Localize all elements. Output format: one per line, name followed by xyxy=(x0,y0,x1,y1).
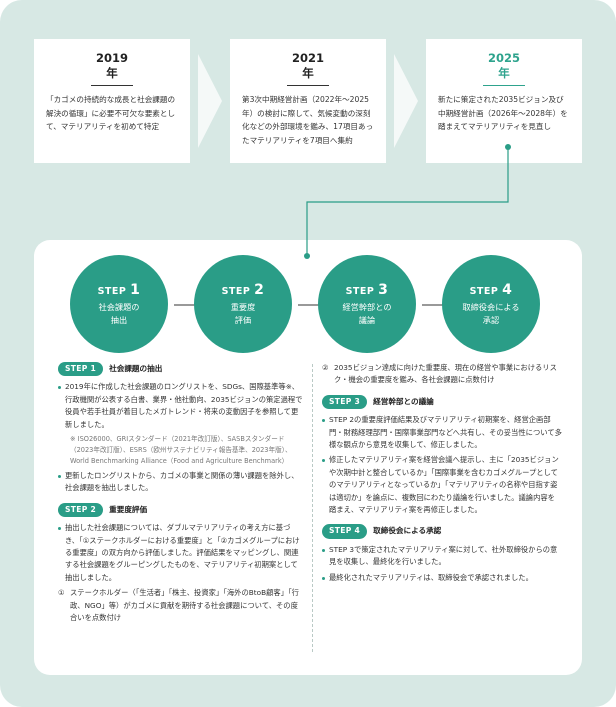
year-label: 2025年 xyxy=(483,51,525,86)
step-badge: STEP 1 xyxy=(58,362,104,377)
details-left-column: STEP 1 社会課題の抽出 2019年に作成した社会課題のロングリストを、SD… xyxy=(58,362,304,633)
numbered-item: ② 2035ビジョン達成に向けた重要度、現在の経営や事業におけるリスク・機会の重… xyxy=(322,362,562,387)
step-label: STEP 4 xyxy=(469,282,513,298)
bullet-item: 最終化されたマテリアリティは、取締役会で承認されました。 xyxy=(322,572,562,584)
year-description: 「カゴメの持続的な成長と社会課題の解決の循環」に必要不可欠な要素として、マテリア… xyxy=(46,95,176,131)
step-title: 重要度評価 xyxy=(230,302,256,325)
timeline-card-2021: 2021年 第3次中期経営計画（2022年〜2025年）の検討に際して、気候変動… xyxy=(230,39,386,163)
step-badge: STEP 3 xyxy=(322,394,368,410)
section-title: 重要度評価 xyxy=(109,504,148,514)
step-badge: STEP 2 xyxy=(58,502,104,518)
step-title: 取締役会による承認 xyxy=(462,302,520,325)
step-title: 社会課題の抽出 xyxy=(98,302,140,325)
section-title: 取締役会による承認 xyxy=(373,526,442,536)
step-label: STEP 1 xyxy=(97,282,141,298)
step-circle-3: STEP 3 経営幹部との議論 xyxy=(318,255,416,353)
step-circle-1: STEP 1 社会課題の抽出 xyxy=(70,255,168,353)
year-description: 第3次中期経営計画（2022年〜2025年）の検討に際して、気候変動の深刻化など… xyxy=(242,95,374,145)
section-header: STEP 2 重要度評価 xyxy=(58,502,304,518)
year-label: 2021年 xyxy=(287,51,329,86)
item-number: ② xyxy=(322,363,329,372)
section-header: STEP 3 経営幹部との議論 xyxy=(322,394,562,410)
section-header: STEP 1 社会課題の抽出 xyxy=(58,362,304,377)
step4-section: STEP 4 取締役会による承認 STEP 3で策定されたマテリアリティ案に対し… xyxy=(322,524,562,584)
step1-section: STEP 1 社会課題の抽出 2019年に作成した社会課題のロングリストを、SD… xyxy=(58,362,304,495)
chevron-right-icon xyxy=(198,54,222,148)
year-label: 2019年 xyxy=(91,51,133,86)
section-title: 社会課題の抽出 xyxy=(109,364,163,373)
bullet-item: 更新したロングリストから、カゴメの事業と関係の薄い課題を除外し、社会課題を抽出し… xyxy=(58,470,304,495)
bullet-item: STEP 3で策定されたマテリアリティ案に対して、社外取締役からの意見を収集し、… xyxy=(322,544,562,569)
step-badge: STEP 4 xyxy=(322,524,368,539)
step-circle-4: STEP 4 取締役会による承認 xyxy=(442,255,540,353)
step3-section: STEP 3 経営幹部との議論 STEP 2の重要度評価結果及びマテリアリティ初… xyxy=(322,394,562,517)
footnote: ※ ISO26000、GRIスタンダード（2021年改訂版）、SASBスタンダー… xyxy=(70,435,292,466)
chevron-right-icon xyxy=(394,54,418,148)
section-title: 経営幹部との議論 xyxy=(373,396,434,406)
step2-continued: ② 2035ビジョン達成に向けた重要度、現在の経営や事業におけるリスク・機会の重… xyxy=(322,362,562,387)
year-description: 新たに策定された2035ビジョン及び中期経営計画（2026年〜2028年）を踏ま… xyxy=(438,95,568,131)
item-text: ステークホルダー（「生活者」「株主、投資家」「海外のBtoB顧客」「行政、NGO… xyxy=(70,588,299,623)
step-label: STEP 3 xyxy=(345,282,389,298)
timeline-card-2019: 2019年 「カゴメの持続的な成長と社会課題の解決の循環」に必要不可欠な要素とし… xyxy=(34,39,190,163)
timeline-card-2025: 2025年 新たに策定された2035ビジョン及び中期経営計画（2026年〜202… xyxy=(426,39,582,163)
bullet-item: 2019年に作成した社会課題のロングリストを、SDGs、国際基準等※、行政機関が… xyxy=(58,381,304,431)
numbered-item: ① ステークホルダー（「生活者」「株主、投資家」「海外のBtoB顧客」「行政、N… xyxy=(58,587,304,624)
item-text: 2035ビジョン達成に向けた重要度、現在の経営や事業におけるリスク・機会の重要度… xyxy=(334,363,557,385)
step-label: STEP 2 xyxy=(221,282,265,298)
bullet-item: 抽出した社会課題については、ダブルマテリアリティの考え方に基づき、「①ステークホ… xyxy=(58,522,304,584)
step-circle-2: STEP 2 重要度評価 xyxy=(194,255,292,353)
item-number: ① xyxy=(58,588,65,598)
section-header: STEP 4 取締役会による承認 xyxy=(322,524,562,539)
column-divider xyxy=(312,364,313,652)
details-right-column: ② 2035ビジョン達成に向けた重要度、現在の経営や事業におけるリスク・機会の重… xyxy=(322,362,562,592)
bullet-item: STEP 2の重要度評価結果及びマテリアリティ初期案を、経営企画部門・財務経理部… xyxy=(322,414,562,451)
step-title: 経営幹部との議論 xyxy=(342,302,392,325)
step2-section: STEP 2 重要度評価 抽出した社会課題については、ダブルマテリアリティの考え… xyxy=(58,502,304,625)
bullet-item: 修正したマテリアリティ案を経営会議へ提示し、主に「2035ビジョンや次期中計と整… xyxy=(322,454,562,516)
